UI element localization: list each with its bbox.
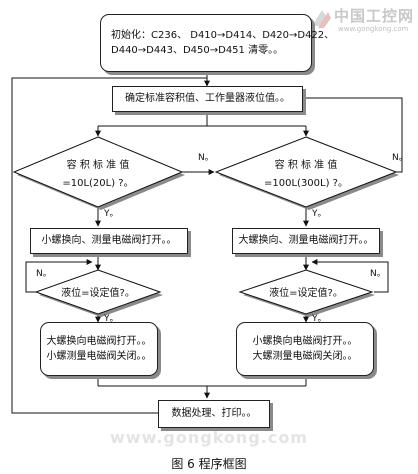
logo-url: www.gongkong.com — [338, 25, 409, 33]
label-y-right: Y。 — [311, 209, 327, 219]
level-diamond-right — [238, 269, 374, 315]
set-volume-box: 确定标准容积值、工作量器液位值。。 — [112, 86, 303, 112]
process-label: 数据处理、打印。。 — [171, 408, 257, 420]
left-action-line1: 大螺换向电磁阀打开。。 — [46, 335, 152, 347]
watermark: www.gongkong.com — [110, 428, 308, 447]
left-action-line2: 小螺测量电磁阀关闭。。 — [46, 351, 152, 362]
decision-left-line1: 容 积 标 准 值 — [67, 158, 130, 171]
level-right-label: 液位=设定值?。 — [269, 286, 343, 299]
right-action-line1: 小螺换向电磁阀打开。。 — [252, 335, 358, 347]
left-level-n-loop — [25, 259, 93, 293]
figure-caption: 图 6 程序框图 — [171, 457, 247, 471]
right-action-line2: 大螺测量电磁阀关闭。。 — [252, 351, 358, 362]
decision-left-line2: =10L(20L) ?。 — [62, 178, 133, 189]
gongkong-logo-icon — [312, 10, 331, 28]
init-box: 初始化：C236、 D410→D414、D420→D422、 D440→D443… — [100, 14, 334, 72]
label-y-mid-right: Y。 — [311, 314, 327, 324]
big-valve-box: 大螺换向、测量电磁阀打开。。 — [232, 228, 380, 254]
small-valve-box: 小螺换向、测量电磁阀打开。。 — [30, 228, 188, 254]
loop-back-line — [11, 77, 207, 414]
decision-right-line1: 容 积 标 准 值 — [275, 158, 338, 171]
decision-diamond-right — [214, 136, 398, 208]
level-left-label: 液位=设定值?。 — [61, 286, 135, 299]
init-line1: 初始化：C236、 D410→D414、D420→D422、 — [111, 29, 335, 41]
big-valve-label: 大螺换向、测量电磁阀打开。。 — [238, 235, 374, 247]
label-y-left: Y。 — [103, 209, 119, 219]
init-line2: D440→D443、D450→D451 清零。。 — [111, 45, 284, 56]
label-n-top-left: N。 — [198, 153, 214, 163]
left-action-box: 大螺换向电磁阀打开。。 小螺测量电磁阀关闭。。 — [40, 322, 158, 376]
gongkong-logo: 中国工控网 www.gongkong.com — [308, 4, 416, 38]
label-n-mid-right: N。 — [370, 269, 386, 279]
right-action-box: 小螺换向电磁阀打开。。 大螺测量电磁阀关闭。。 — [236, 322, 374, 376]
set-volume-label: 确定标准容积值、工作量器液位值。。 — [125, 93, 290, 105]
logo-name: 中国工控网 — [334, 7, 415, 25]
process-box: 数据处理、打印。。 — [158, 400, 270, 428]
label-n-mid-left: N。 — [36, 269, 52, 279]
decision-right-line2: =100L(300L) ?。 — [264, 178, 348, 189]
decision-diamond-left — [12, 136, 184, 208]
label-n-top-right: N。 — [392, 153, 408, 163]
level-diamond-left — [34, 269, 162, 315]
label-y-mid-left: Y。 — [103, 314, 119, 324]
right-n-loop — [303, 97, 403, 173]
small-valve-label: 小螺换向、测量电磁阀打开。。 — [41, 235, 177, 247]
right-level-n-loop — [311, 259, 389, 293]
